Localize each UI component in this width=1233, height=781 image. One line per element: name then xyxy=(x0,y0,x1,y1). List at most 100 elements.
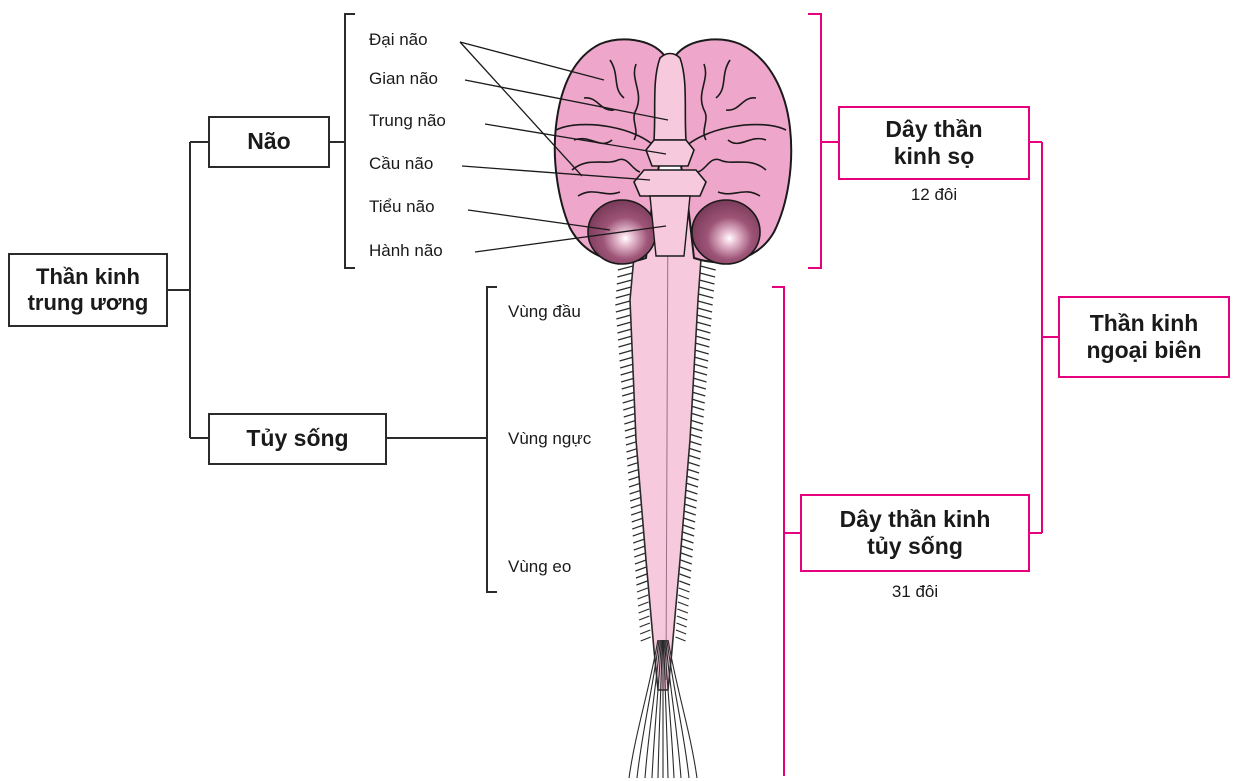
spinal-nerve-left xyxy=(616,287,631,291)
spinal-nerve-right xyxy=(700,273,715,277)
spinal-nerve-right xyxy=(682,539,693,543)
spinal-nerve-right xyxy=(687,462,699,466)
spinal-nerve-right xyxy=(699,287,714,291)
spinal-nerve-right xyxy=(697,315,712,319)
label-medulla: Hành não xyxy=(369,241,443,261)
spinal-nerve-right xyxy=(683,518,695,522)
spinal-nerve-right xyxy=(699,280,714,284)
spinal-nerve-right xyxy=(692,385,706,389)
spinal-nerve-left xyxy=(632,525,644,529)
spinal-nerve-right xyxy=(678,595,689,599)
spinal-nerve-left xyxy=(640,630,650,634)
spinal-nerve-right xyxy=(694,357,708,361)
spinal-nerve-right xyxy=(687,469,699,473)
spinal-nerve-left xyxy=(638,602,649,606)
spinal-nerve-right xyxy=(677,609,687,613)
spinal-nerve-right xyxy=(680,567,691,571)
spinal-nerve-left xyxy=(635,560,646,564)
spinal-nerve-right xyxy=(688,455,701,459)
spinal-nerve-right xyxy=(692,392,705,396)
spinal-nerve-left xyxy=(636,574,647,578)
spinal-nerves-box: Dây thần kinh tủy sống xyxy=(800,494,1030,572)
spinal-nerve-right xyxy=(676,630,686,634)
spinal-nerve-left xyxy=(632,518,644,522)
spinal-nerve-left xyxy=(636,581,647,585)
spinal-nerve-left xyxy=(637,588,648,592)
spinal-nerve-left xyxy=(617,280,632,284)
central-tree-lines xyxy=(168,142,487,438)
label-cervical-region: Vùng đầu xyxy=(508,302,581,322)
spinal-nerve-right xyxy=(691,399,704,403)
spinal-nerve-right xyxy=(676,637,686,641)
spinal-nerve-left xyxy=(640,623,650,627)
diencephalon xyxy=(654,54,686,141)
spinal-nerve-right xyxy=(686,476,698,480)
spinal-nerve-right xyxy=(681,553,692,557)
spinal-nerve-left xyxy=(618,336,632,340)
spinal-nerve-right xyxy=(685,490,697,494)
spinal-nerve-right xyxy=(676,623,686,627)
spinal-nerve-right xyxy=(693,378,707,382)
spinal-nerve-right xyxy=(690,420,703,424)
spinal-nerve-left xyxy=(616,308,631,312)
spinal-nerve-left xyxy=(617,322,631,326)
spinal-nerve-left xyxy=(618,266,633,270)
spinal-nerve-left xyxy=(639,616,649,620)
cranial-nerves-count: 12 đôi xyxy=(874,185,994,205)
label-cerebellum: Tiểu não xyxy=(369,197,435,217)
spinal-nerve-right xyxy=(695,350,709,354)
spinal-nerve-left xyxy=(639,609,649,613)
spinal-nerve-left xyxy=(620,364,634,368)
spinal-nerves-count: 31 đôi xyxy=(855,582,975,602)
cauda-equina xyxy=(629,640,697,778)
spinal-regions-bracket xyxy=(487,287,497,592)
brain-parts-bracket xyxy=(345,14,355,268)
spinal-nerve-right xyxy=(694,364,708,368)
spinal-nerve-left xyxy=(638,595,649,599)
spinal-nerve-right xyxy=(683,525,695,529)
cerebellum-right xyxy=(692,200,760,264)
spinal-nerve-right xyxy=(700,266,715,270)
spinal-nerve-right xyxy=(695,343,709,347)
label-cerebrum: Đại não xyxy=(369,30,428,50)
spinal-nerve-right xyxy=(684,504,696,508)
spinal-nerve-left xyxy=(617,273,632,277)
spinal-nerve-right xyxy=(698,294,713,298)
cranial-nerves-box: Dây thần kinh sọ xyxy=(838,106,1030,180)
spinal-nerve-left xyxy=(616,294,631,298)
label-diencephalon: Gian não xyxy=(369,69,438,89)
spinal-nerve-right xyxy=(679,588,690,592)
spinal-nerve-right xyxy=(697,322,711,326)
spinal-nerve-left xyxy=(633,539,644,543)
spinal-nerve-right xyxy=(686,483,698,487)
spinal-nerve-right xyxy=(679,581,690,585)
spinal-nerve-right xyxy=(678,602,689,606)
pons xyxy=(634,170,706,196)
spinal-nerve-right xyxy=(682,546,693,550)
label-thoracic-region: Vùng ngực xyxy=(508,429,591,449)
spinal-nerve-left xyxy=(634,546,645,550)
brain-box: Não xyxy=(208,116,330,168)
spinal-nerve-right xyxy=(681,560,692,564)
spinal-nerve-right xyxy=(693,371,707,375)
midbrain xyxy=(646,140,694,166)
spinal-nerve-right xyxy=(690,413,703,417)
spinal-nerve-left xyxy=(634,553,645,557)
spinal-nerve-right xyxy=(677,616,687,620)
spinal-nerve-left xyxy=(633,532,645,536)
spinal-nerve-right xyxy=(698,301,713,305)
spinal-nerve-left xyxy=(616,315,631,319)
cauda-equina-strand xyxy=(667,640,689,778)
label-midbrain: Trung não xyxy=(369,111,446,131)
spinal-nerve-left xyxy=(617,329,631,333)
spinal-nerve-right xyxy=(691,406,704,410)
spinal-nerve-right xyxy=(683,532,695,536)
spinal-nerve-right xyxy=(684,511,696,515)
cauda-equina-strand xyxy=(637,640,659,778)
spinal-nerve-right xyxy=(685,497,697,501)
label-pons: Cầu não xyxy=(369,154,433,174)
spinal-nerve-right xyxy=(696,336,710,340)
spinal-cord-box: Tủy sống xyxy=(208,413,387,465)
